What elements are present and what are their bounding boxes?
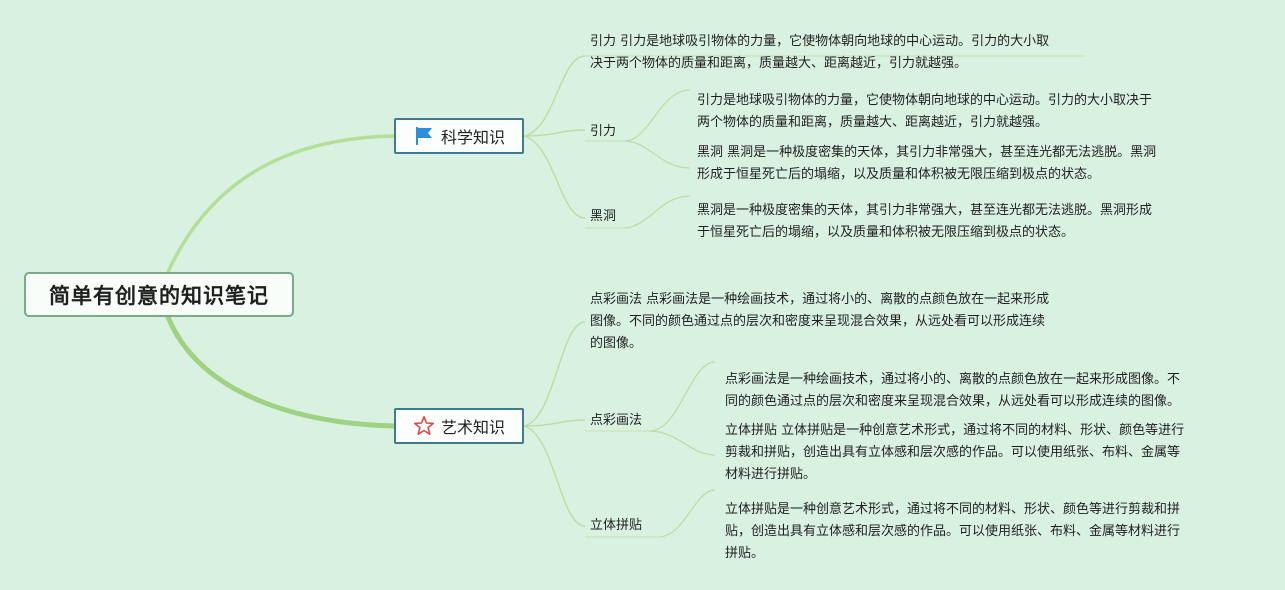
branch-label-art: 艺术知识 [440,418,505,437]
gravity-note1-curve [624,89,691,142]
gravity-note2-curve [624,140,691,169]
subtopic-black-hole[interactable]: 黑洞 [590,209,617,224]
gravity-note-1: 引力是地球吸引物体的力量，它使物体朝向地球的中心运动。引力的大小取决于 两个物体… [697,93,1153,130]
pointillism-note1-curve [649,361,716,432]
pointillism-note-1: 点彩画法是一种绘画技术，通过将小的、离散的点颜色放在一起来形成图像。不 同的颜色… [725,372,1181,409]
branch-label-science: 科学知识 [440,128,505,147]
collage-note: 立体拼贴是一种创意艺术形式，通过将不同的材料、形状、颜色等进行剪裁和拼 贴，创造… [725,502,1181,561]
art-summary-text: 点彩画法 点彩画法是一种绘画技术，通过将小的、离散的点颜色放在一起来形成 图像。… [590,292,1050,351]
subtopic-pointillism[interactable]: 点彩画法 [590,413,643,428]
flag-icon [413,125,435,147]
art-to-pointillism-curve [523,419,586,427]
root-to-art-curve [165,314,397,429]
subtopic-gravity[interactable]: 引力 [590,124,617,139]
subtopic-collage[interactable]: 立体拼贴 [590,518,643,533]
collage-note-curve [659,489,716,538]
art-to-summary-curve [523,321,586,427]
science-to-summary-curve [523,55,586,137]
star-icon [413,415,435,437]
gravity-note-2: 黑洞 黑洞是一种极度密集的天体，其引力非常强大，甚至连光都无法逃脱。黑洞 形成于… [697,145,1157,182]
branch-node-art[interactable]: 艺术知识 [394,408,524,444]
pointillism-note2-curve [649,430,716,456]
branch-node-science[interactable]: 科学知识 [394,118,524,154]
art-to-collage-curve [523,425,586,527]
science-to-gravity-curve [523,129,586,137]
science-summary-text: 引力 引力是地球吸引物体的力量，它使物体朝向地球的中心运动。引力的大小取 决于两… [590,34,1050,71]
black-hole-note: 黑洞是一种极度密集的天体，其引力非常强大，甚至连光都无法逃脱。黑洞形成 于恒星死… [697,203,1153,240]
root-title: 简单有创意的知识笔记 [49,283,269,308]
science-to-blackhole-curve [523,135,586,219]
pointillism-note-2: 立体拼贴 立体拼贴是一种创意艺术形式，通过将不同的材料、形状、颜色等进行 剪裁和… [725,423,1185,482]
root-node[interactable]: 简单有创意的知识笔记 [24,272,294,317]
blackhole-note-curve [624,195,691,229]
root-to-science-curve [166,134,396,274]
